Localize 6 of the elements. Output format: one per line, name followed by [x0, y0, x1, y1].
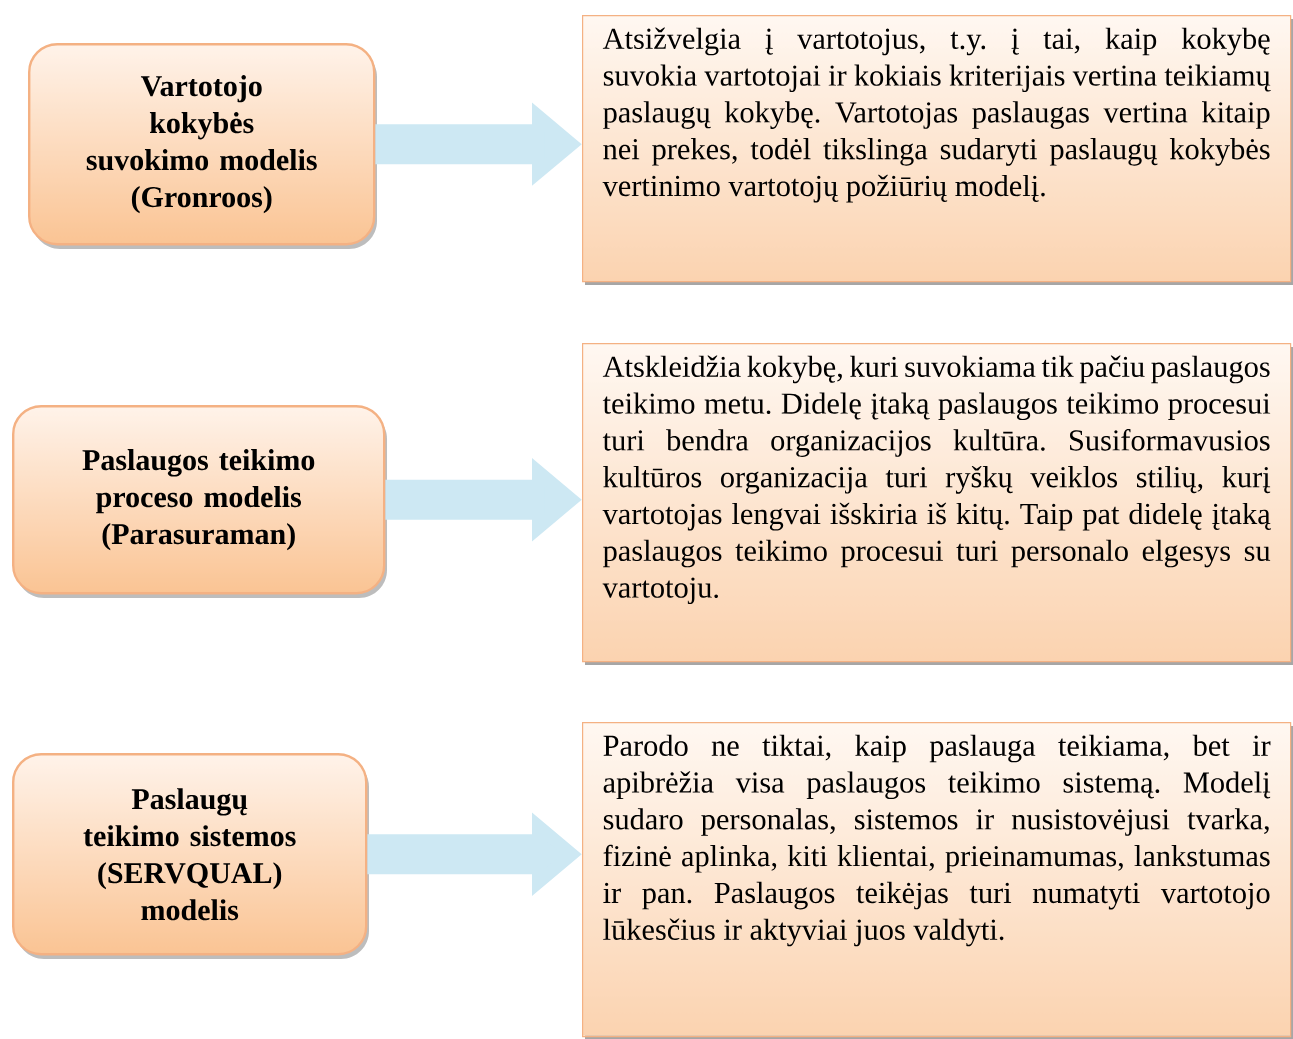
model-box: Vartotojo kokybės suvokimo modelis (Gronroos)	[28, 43, 377, 249]
description-box: Parodo ne tiktai, kaip paslauga teikiama, bet ir apibrėžia visa paslaugos teikimo sistemą. Modelį sudaro personalas, sistemos ir nusistovėjusi tvarka, fizinė aplinka, kiti klientai, prieinamumas, lankstumas ir pan. Paslaugos teikėjas turi numatyti vartotojo lūkesčius ir aktyviai juos valdyti.	[582, 722, 1293, 1039]
description-box: Atskleidžia kokybę, kuri suvokiama tik pačiu paslaugos teikimo metu. Didelę įtaką paslaugos teikimo procesui turi bendra organizacijos kultūra. Susiformavusios kultūros organizacija turi ryškų veiklos stilių, kurį vartotojas lengvai išskiria iš kitų. Taip pat didelę įtaką paslaugos teikimo procesui turi personalo elgesys su vartotoju.	[582, 343, 1293, 665]
model-box: Paslaugos teikimo proceso modelis (Parasuraman)	[12, 405, 387, 598]
description-box: Atsižvelgia į vartotojus, t.y. į tai, kaip kokybę suvokia vartotojai ir kokiais kriterijais vertina teikiamų paslaugų kokybę. Vartotojas paslaugas vertina kitaip nei prekes, todėl tikslinga sudaryti paslaugų kokybės vertinimo vartotojų požiūrių modelį.	[582, 15, 1293, 285]
model-box: Paslaugų teikimo sistemos (SERVQUAL) modelis	[12, 753, 369, 959]
